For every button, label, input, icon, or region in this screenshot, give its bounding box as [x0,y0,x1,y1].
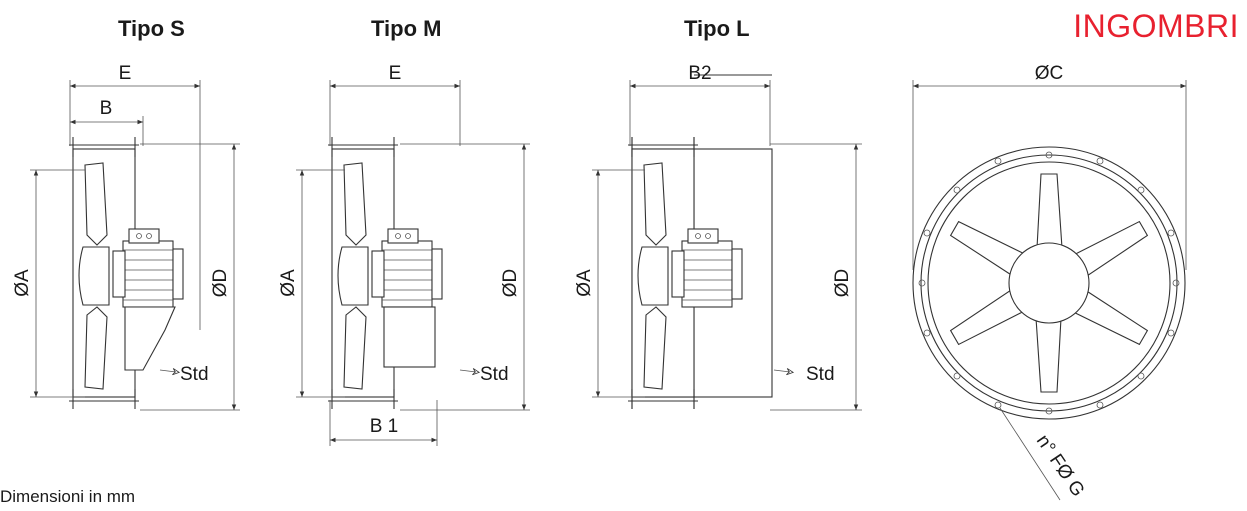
dim-d-label-l: ØD [832,269,853,298]
dim-b-label: B [100,98,113,119]
dim-b1-label: B 1 [370,416,399,437]
dim-e-label-m: E [389,63,402,84]
dim-e-label-s: E [119,63,132,84]
dim-a-label-l: ØA [574,269,595,297]
dim-d-label-s: ØD [210,269,231,298]
dim-c-label: ØC [1035,63,1064,84]
type-l-title: Tipo L [684,16,750,41]
std-label-l: Std [806,364,835,385]
page-heading: INGOMBRI [1073,8,1239,44]
dim-d-label-m: ØD [500,269,521,298]
dim-a-label-m: ØA [278,269,299,297]
std-label-m: Std [480,364,509,385]
type-s-title: Tipo S [118,16,185,41]
units-footnote: Dimensioni in mm [0,487,136,506]
type-m-title: Tipo M [371,16,442,41]
type-m-drawing [296,80,530,446]
holes-label: n° FØ G [1032,431,1088,501]
front-view-drawing [912,80,1187,501]
dim-a-label-s: ØA [12,269,33,297]
dim-b2-label: B2 [688,63,711,84]
type-s-drawing [30,80,240,411]
std-label-s: Std [180,364,209,385]
type-l-drawing [592,74,862,411]
